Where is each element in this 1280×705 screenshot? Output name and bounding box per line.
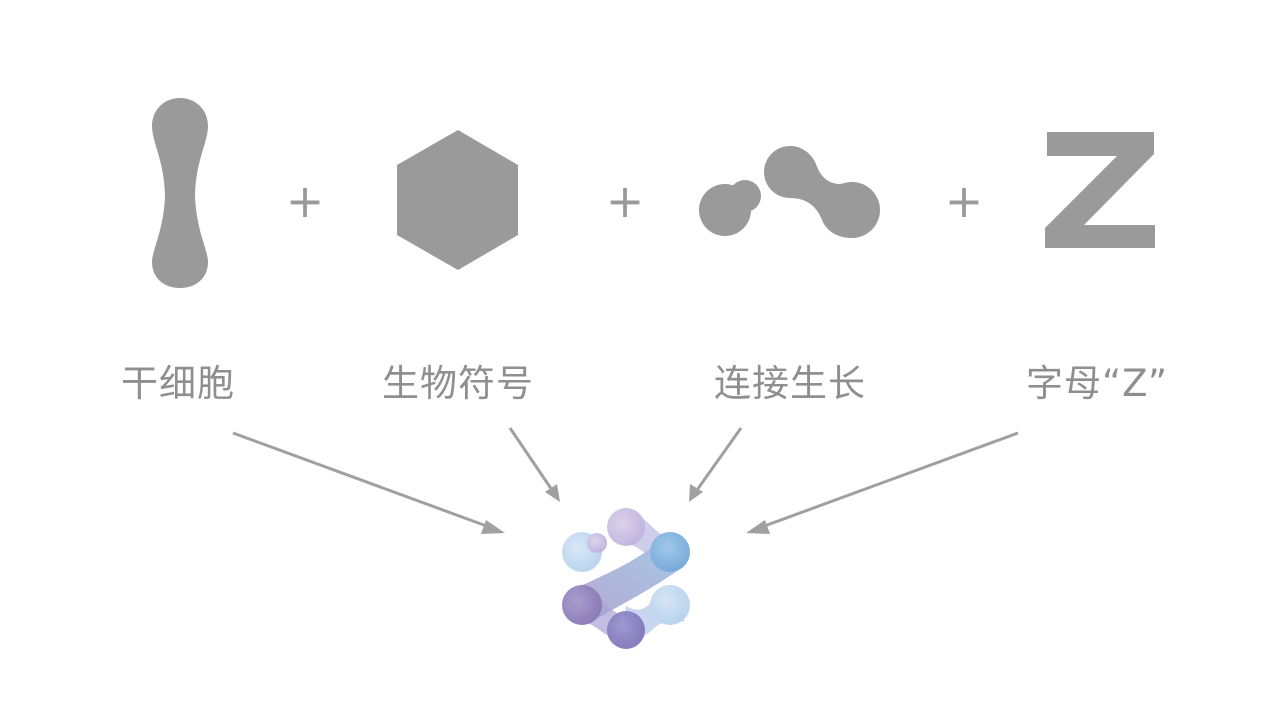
label-letter-z: 字母“Z” xyxy=(1025,362,1169,405)
label-stem-cell: 干细胞 xyxy=(121,362,235,405)
plus-operator: + xyxy=(286,174,325,228)
stem-cell-icon xyxy=(152,98,208,288)
letter-z-icon xyxy=(1045,132,1155,248)
arrow-icon xyxy=(508,427,560,502)
arrow-icon xyxy=(232,431,505,534)
arrow-group xyxy=(232,427,1019,534)
arrow-icon xyxy=(689,427,743,502)
arrow-icon xyxy=(746,431,1019,534)
brand-logo-icon xyxy=(562,508,690,649)
hexagon-icon xyxy=(397,130,518,270)
plus-operator: + xyxy=(945,174,984,228)
molecule-chain-icon xyxy=(699,146,880,238)
plus-operator: + xyxy=(606,174,645,228)
label-bio-symbol: 生物符号 xyxy=(382,362,534,405)
label-connect-grow: 连接生长 xyxy=(714,362,866,405)
